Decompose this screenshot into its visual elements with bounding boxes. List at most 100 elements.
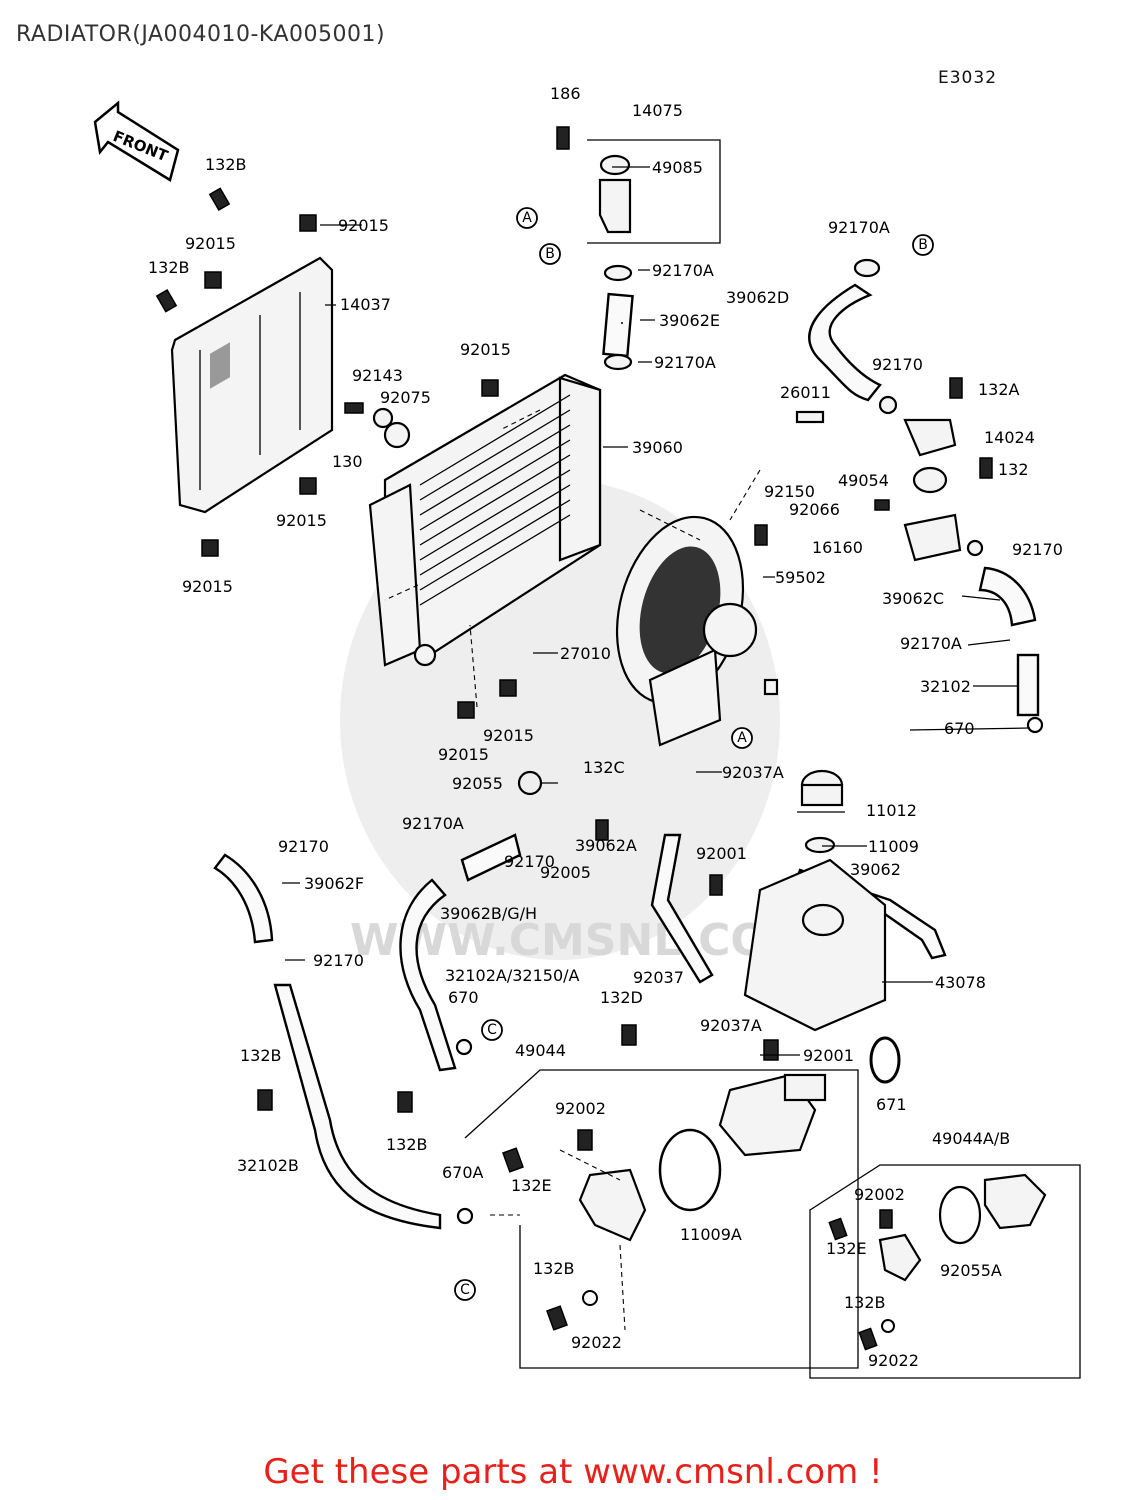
part-label: 43078 [935, 973, 986, 992]
part-label: 92170A [402, 814, 464, 833]
part-label: 27010 [560, 644, 611, 663]
part-label: 92150 [764, 482, 815, 501]
part-label: 11009 [868, 837, 919, 856]
part-label: 39062D [726, 288, 789, 307]
part-label: 132A [978, 380, 1020, 399]
group-brackets [464, 139, 1081, 1379]
part-label: 92005 [540, 863, 591, 882]
part-label: 39062 [850, 860, 901, 879]
svg-text:C: C [460, 1282, 470, 1298]
part-label: 92075 [380, 388, 431, 407]
part-label: 14075 [632, 101, 683, 120]
radiator-cap-assembly [598, 154, 632, 234]
part-label: 26011 [780, 383, 831, 402]
part-label: 39062A [575, 836, 637, 855]
part-label: 92001 [696, 844, 747, 863]
part-label: 132D [600, 988, 643, 1007]
watermark-text: WWW.CMSNL.COM [350, 915, 812, 966]
part-label: 92022 [868, 1351, 919, 1370]
part-label: 130 [332, 452, 363, 471]
part-label: 92022 [571, 1333, 622, 1352]
reservoir-tank [743, 769, 901, 1084]
part-label: 92170 [872, 355, 923, 374]
part-label: 92002 [555, 1099, 606, 1118]
part-label: 16160 [812, 538, 863, 557]
part-label: 14024 [984, 428, 1035, 447]
part-label: 92015 [460, 340, 511, 359]
thermostat-housing [903, 418, 984, 562]
part-label: 39062E [659, 311, 720, 330]
part-label: 92055A [940, 1261, 1002, 1280]
part-label: 32102B [237, 1156, 299, 1175]
part-label: 92170A [900, 634, 962, 653]
part-label: 132C [583, 758, 625, 777]
part-label: 92015 [276, 511, 327, 530]
part-label: 92015 [185, 234, 236, 253]
part-label: 92170 [1012, 540, 1063, 559]
front-arrow-icon: FRONT [93, 100, 180, 182]
part-label: 132B [844, 1293, 886, 1312]
part-label: 92143 [352, 366, 403, 385]
part-label: 132B [240, 1046, 282, 1065]
svg-text:A: A [737, 730, 747, 746]
part-label: 92037 [633, 968, 684, 987]
radiator-core [368, 373, 602, 667]
part-label: 92001 [803, 1046, 854, 1065]
part-label: 39060 [632, 438, 683, 457]
svg-text:B: B [918, 237, 928, 253]
part-label: 92170A [828, 218, 890, 237]
part-label: 49054 [838, 471, 889, 490]
part-label: 132E [511, 1176, 552, 1195]
part-label: 132B [205, 155, 247, 174]
part-label: 670 [448, 988, 479, 1007]
part-label: 92015 [438, 745, 489, 764]
svg-text:B: B [545, 246, 555, 262]
part-label: 132E [826, 1239, 867, 1258]
part-label: 49085 [652, 158, 703, 177]
part-label: 59502 [775, 568, 826, 587]
part-label: 92170A [652, 261, 714, 280]
part-label: 186 [550, 84, 581, 103]
part-label: 14037 [340, 295, 391, 314]
part-label: 132B [533, 1259, 575, 1278]
part-label: 670A [442, 1163, 484, 1182]
part-label: 39062F [304, 874, 364, 893]
part-label: 132 [998, 460, 1029, 479]
part-label: 132B [386, 1135, 428, 1154]
part-labels: 186 14075 49085 132B 92015 92015 132B 14… [148, 84, 1063, 1370]
svg-text:A: A [522, 210, 532, 226]
callout-markers: A B B A C C [454, 207, 934, 1301]
part-label: 32102A/32150/A [445, 966, 580, 985]
part-label: 92170A [654, 353, 716, 372]
part-label: 92015 [483, 726, 534, 745]
part-label: 92015 [182, 577, 233, 596]
radiator-shroud [170, 256, 334, 514]
svg-text:C: C [487, 1022, 497, 1038]
part-label: 49044A/B [932, 1129, 1010, 1148]
part-label: 92170 [504, 852, 555, 871]
footer-link[interactable]: Get these parts at www.cmsnl.com ! [263, 1452, 883, 1492]
part-label: 11009A [680, 1225, 742, 1244]
part-label: 670 [944, 719, 975, 738]
water-pump [578, 1073, 1047, 1282]
part-label: 92037A [700, 1016, 762, 1035]
part-label: 92002 [854, 1185, 905, 1204]
part-label: 92037A [722, 763, 784, 782]
page-title: RADIATOR(JA004010-KA005001) [16, 22, 386, 47]
part-label: 92170 [313, 951, 364, 970]
diagram-code: E3032 [938, 68, 998, 88]
part-label: 92015 [338, 216, 389, 235]
part-label: 671 [876, 1095, 907, 1114]
part-label: 49044 [515, 1041, 566, 1060]
part-label: 92170 [278, 837, 329, 856]
leader-lines [282, 166, 1031, 1331]
part-label: 39062B/G/H [440, 904, 537, 923]
part-label: 39062C [882, 589, 944, 608]
part-label: 92066 [789, 500, 840, 519]
cooling-fan [615, 515, 779, 747]
part-label: 11012 [866, 801, 917, 820]
part-label: 132B [148, 258, 190, 277]
part-label: 32102 [920, 677, 971, 696]
part-label: 92055 [452, 774, 503, 793]
